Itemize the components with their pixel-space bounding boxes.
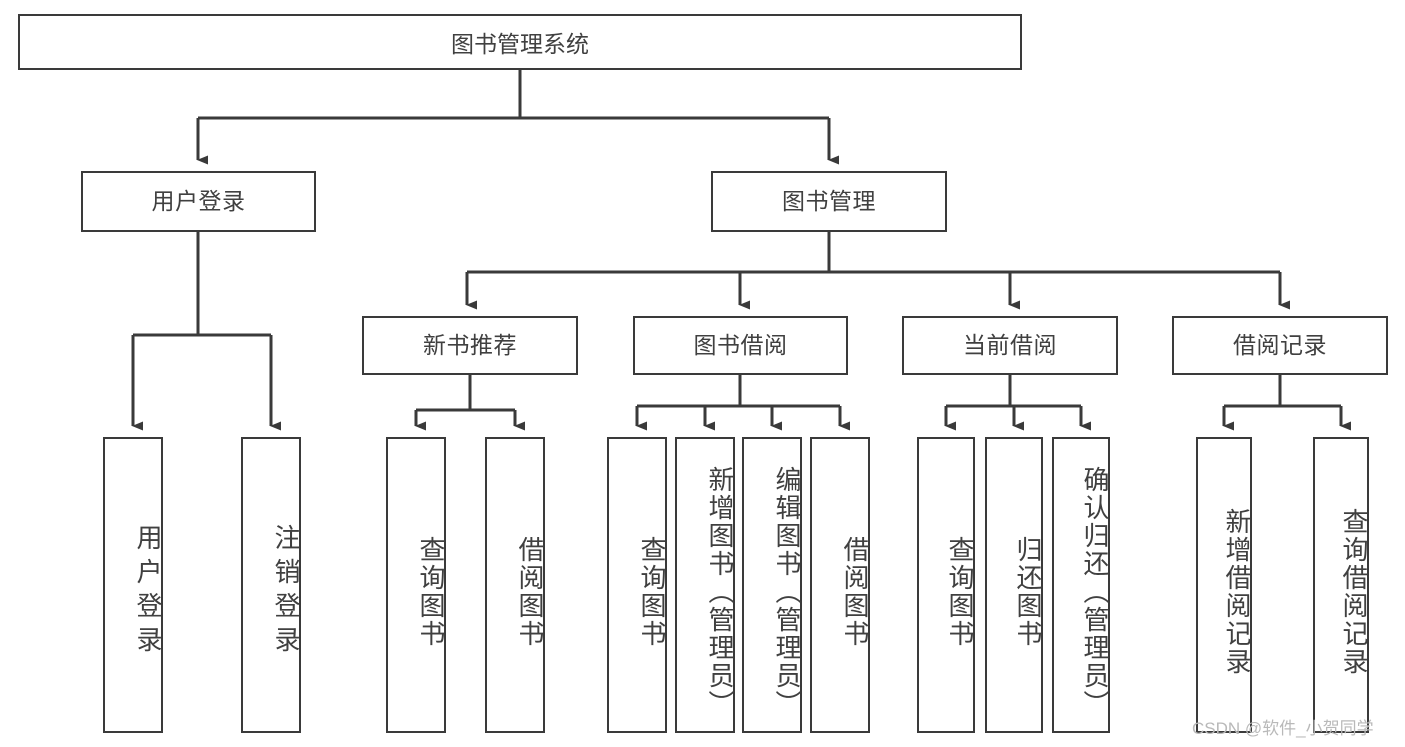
leaf-query-book-current[interactable]: 查询图书 <box>917 437 975 733</box>
node-current-borrow[interactable]: 当前借阅 <box>902 316 1118 375</box>
watermark: CSDN @软件_小贺同学 <box>1192 719 1374 738</box>
leaf-return-book[interactable]: 归还图书 <box>985 437 1043 733</box>
node-user-login[interactable]: 用户登录 <box>81 171 316 232</box>
leaf-query-borrow-record[interactable]: 查询借阅记录 <box>1313 437 1369 733</box>
leaf-user-login[interactable]: 用户登录 <box>103 437 163 733</box>
leaf-edit-book-admin[interactable]: 编辑图书（管理员） <box>742 437 802 733</box>
node-book-manage[interactable]: 图书管理 <box>711 171 947 232</box>
leaf-confirm-return-admin[interactable]: 确认归还（管理员） <box>1052 437 1110 733</box>
leaf-user-logout[interactable]: 注销登录 <box>241 437 301 733</box>
node-book-borrow[interactable]: 图书借阅 <box>633 316 848 375</box>
node-root[interactable]: 图书管理系统 <box>18 14 1022 70</box>
leaf-query-book-borrow[interactable]: 查询图书 <box>607 437 667 733</box>
leaf-borrow-book-recommend[interactable]: 借阅图书 <box>485 437 545 733</box>
leaf-add-book-admin[interactable]: 新增图书（管理员） <box>675 437 735 733</box>
leaf-borrow-book[interactable]: 借阅图书 <box>810 437 870 733</box>
leaf-query-book-recommend[interactable]: 查询图书 <box>386 437 446 733</box>
leaf-add-borrow-record[interactable]: 新增借阅记录 <box>1196 437 1252 733</box>
node-new-book-recommend[interactable]: 新书推荐 <box>362 316 578 375</box>
node-borrow-record[interactable]: 借阅记录 <box>1172 316 1388 375</box>
